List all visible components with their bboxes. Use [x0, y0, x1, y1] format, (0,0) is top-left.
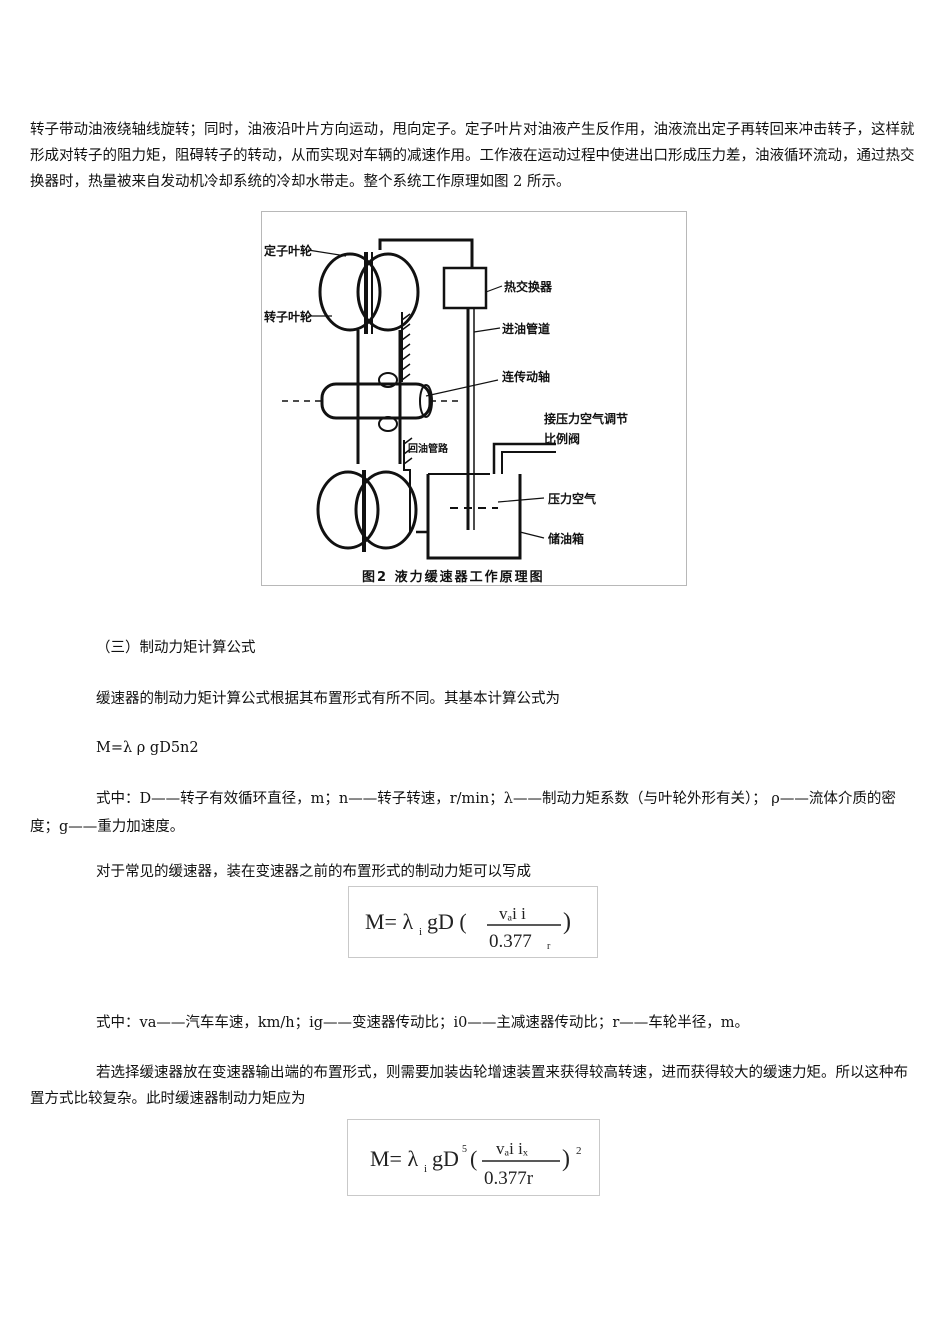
label-shaft: 连传动轴	[502, 370, 551, 384]
where-clause-2: 式中：va——汽车车速，km/h；ig——变速器传动比；i0——主减速器传动比；…	[96, 1015, 750, 1031]
f2-open: (	[470, 1146, 477, 1171]
f2-sup5: 5	[462, 1144, 467, 1155]
label-return-pipe: 回油管路	[408, 444, 448, 455]
f2-mid: gD	[432, 1146, 459, 1171]
f2-sup2: 2	[576, 1145, 582, 1157]
before-gearbox-intro: 对于常见的缓速器，装在变速器之前的布置形式的制动力矩可以写成	[96, 864, 531, 880]
formula-after-gearbox: M= λ i gD 5 ( vₐi iₓ 0.377r ) 2	[347, 1119, 600, 1196]
label-valve-line2: 比例阀	[544, 432, 581, 446]
f1-close: )	[563, 909, 571, 935]
f2-close: )	[562, 1146, 570, 1172]
label-pressure-air: 压力空气	[548, 492, 597, 506]
f1-denominator: 0.377	[489, 931, 532, 952]
where-clause-1: 式中：D——转子有效循环直径，m；n——转子转速，r/min；λ——制动力矩系数…	[30, 791, 896, 835]
f1-den-sub: r	[547, 941, 551, 952]
label-oil-tank: 储油箱	[548, 532, 585, 546]
intro-paragraph: 转子带动油液绕轴线旋转；同时，油液沿叶片方向运动，甩向定子。定子叶片对油液产生反…	[30, 122, 915, 190]
retarder-schematic-drawing	[282, 238, 556, 560]
f1-sub: i	[419, 926, 422, 938]
label-stator: 定子叶轮	[264, 244, 313, 258]
f2-lhs: M= λ	[370, 1146, 418, 1171]
label-valve: 接压力空气调节	[544, 412, 629, 426]
basic-formula-intro: 缓速器的制动力矩计算公式根据其布置形式有所不同。其基本计算公式为	[96, 691, 560, 707]
retarder-schematic-figure: 定子叶轮 转子叶轮 热交换器 进油管道 连传动轴 接压力空气调节 比例阀 回油管…	[261, 211, 687, 586]
basic-formula: M=λ ρ gD5n2	[96, 740, 199, 756]
after-gearbox-paragraph: 若选择缓速器放在变速器输出端的布置形式，则需要加装齿轮增速装置来获得较高转速，进…	[30, 1065, 908, 1107]
f1-lhs: M= λ	[365, 909, 413, 934]
f2-numerator: vₐi iₓ	[496, 1139, 528, 1158]
f2-denominator: 0.377r	[484, 1168, 534, 1189]
label-heat-exchanger: 热交换器	[504, 280, 553, 294]
f1-mid: gD (	[427, 909, 467, 934]
section-heading: （三）制动力矩计算公式	[96, 640, 256, 656]
figure-caption: 图2 液力缓速器工作原理图	[362, 570, 545, 585]
f1-numerator: vₐi i	[499, 904, 526, 923]
label-inlet-pipe: 进油管道	[502, 322, 551, 336]
label-rotor: 转子叶轮	[264, 310, 313, 324]
f2-sub: i	[424, 1163, 427, 1175]
formula-before-gearbox: M= λ i gD ( vₐi i 0.377 r )	[348, 886, 598, 958]
